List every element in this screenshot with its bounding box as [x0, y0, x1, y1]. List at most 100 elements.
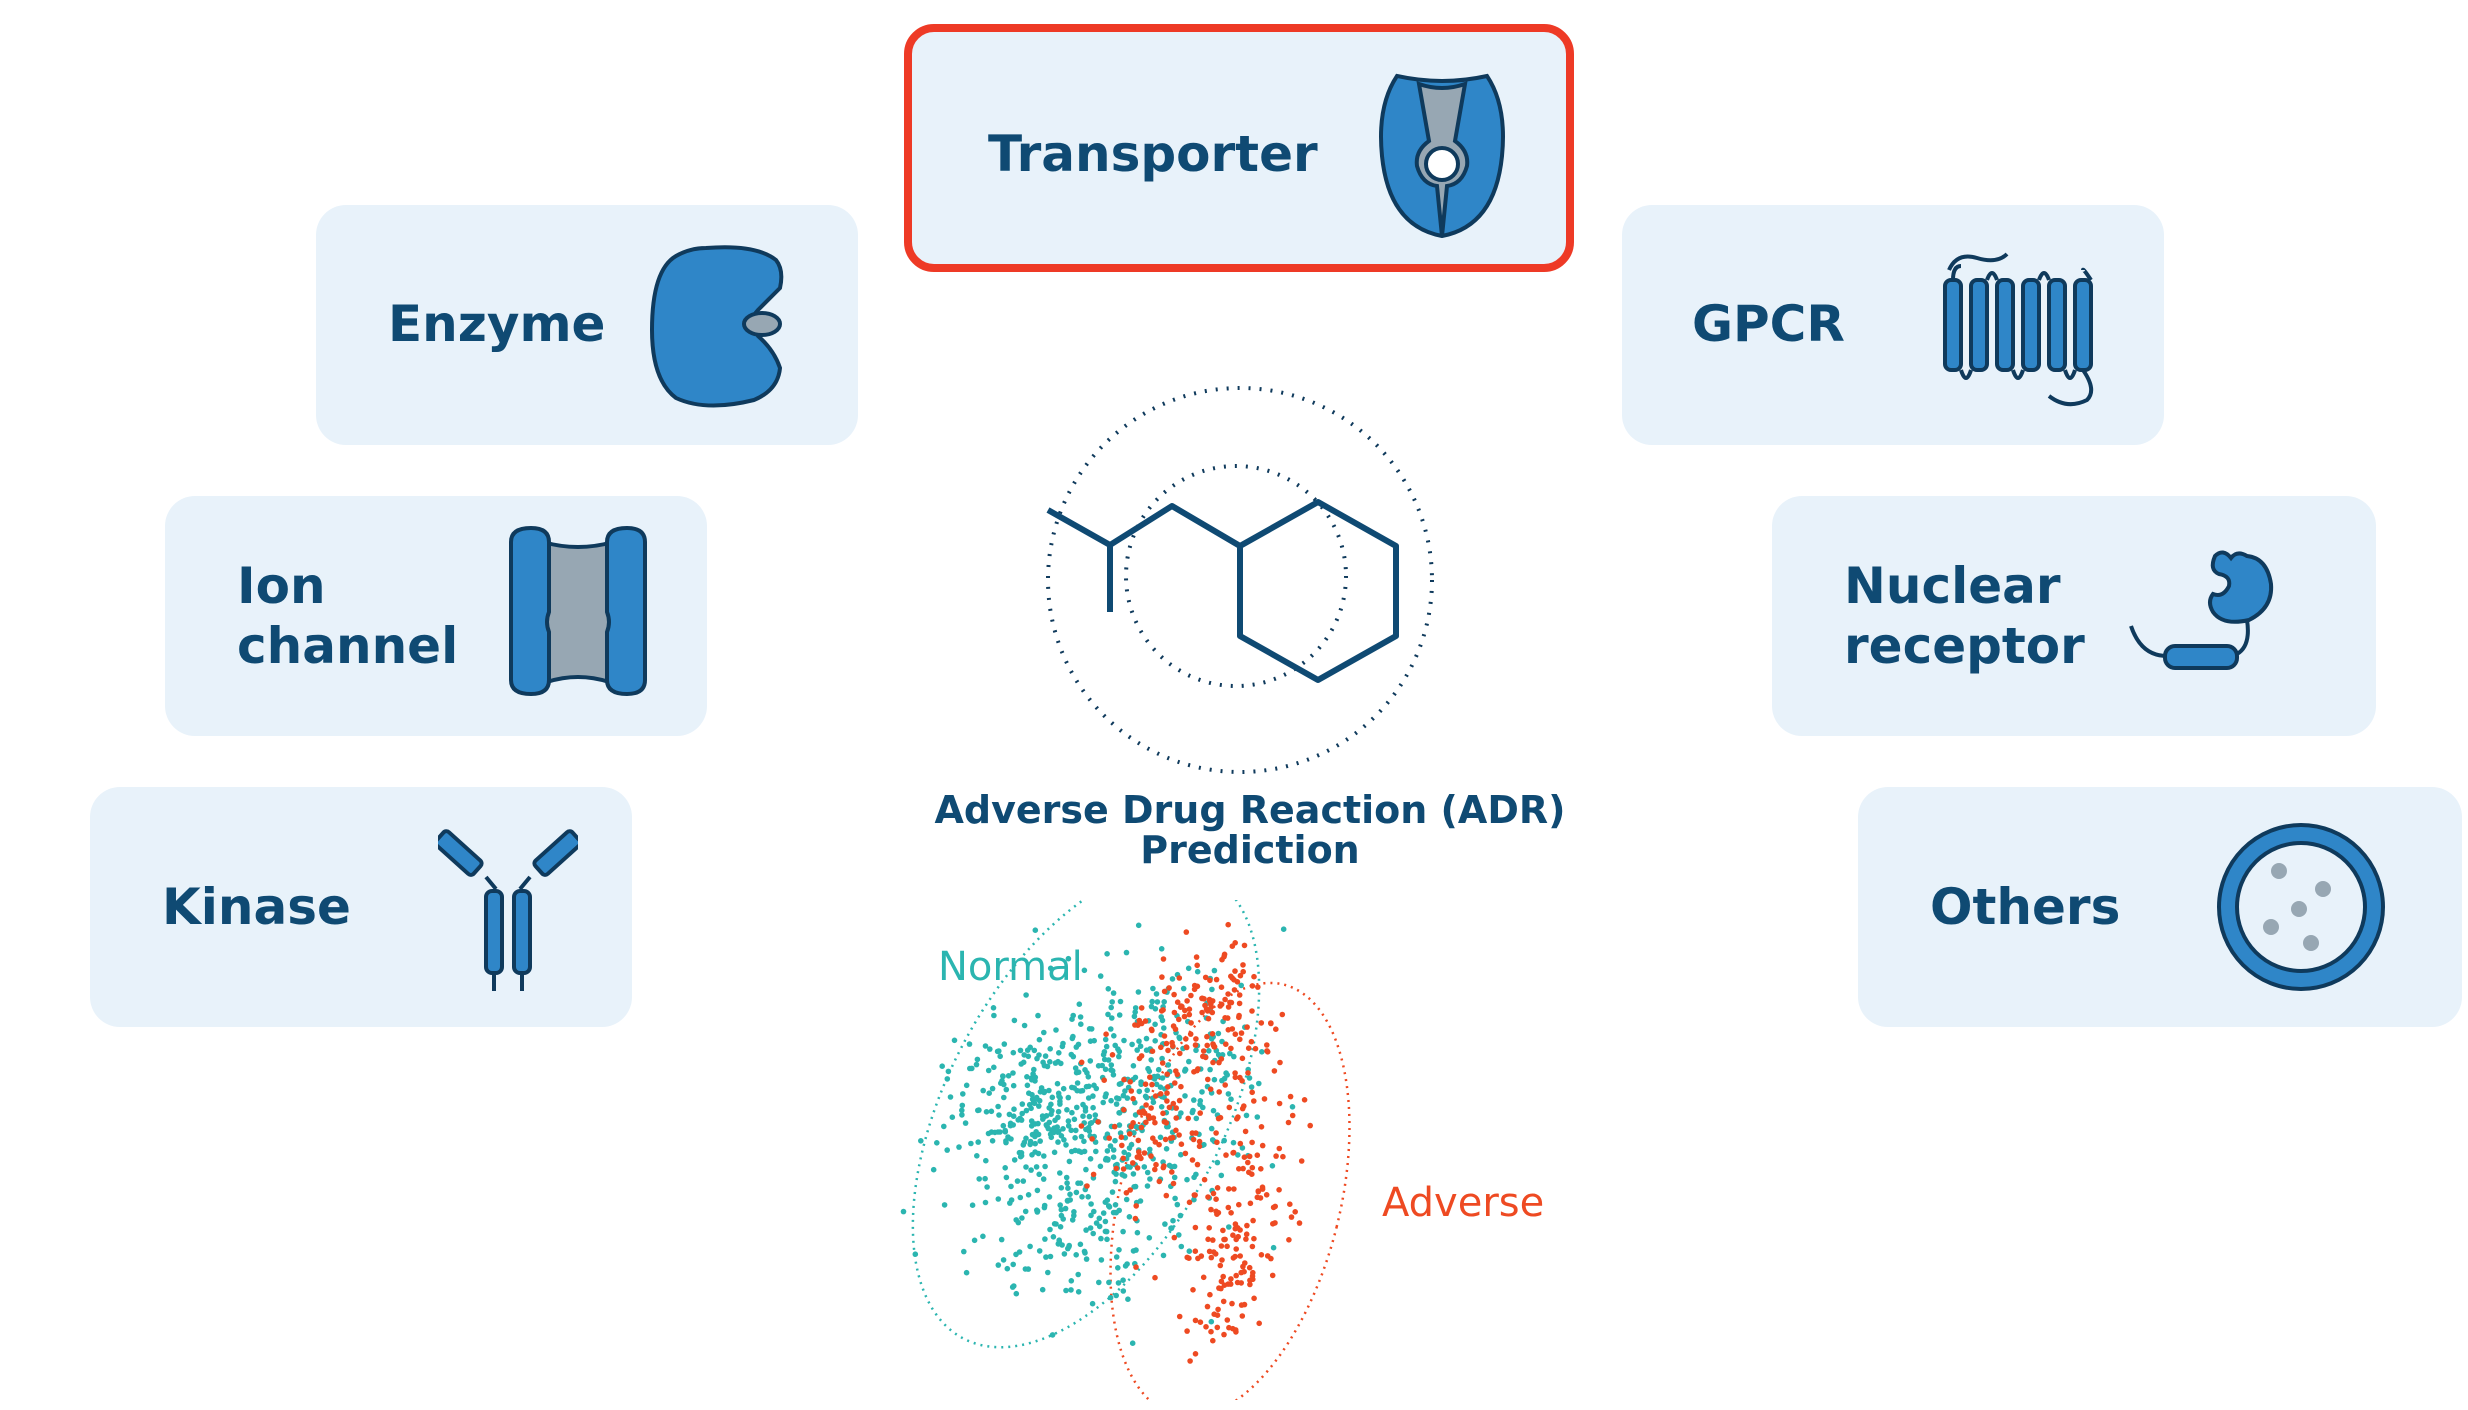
adverse-point [1277, 1059, 1283, 1066]
normal-point [1137, 1043, 1144, 1049]
normal-point [1058, 1133, 1065, 1139]
normal-point [1159, 1055, 1165, 1062]
normal-point [1186, 1058, 1192, 1065]
adverse-point [1219, 956, 1225, 963]
normal-point [980, 1087, 986, 1094]
adverse-point [1133, 1264, 1139, 1270]
adverse-point [1256, 1320, 1262, 1327]
normal-point [949, 1114, 956, 1120]
normal-point [989, 1138, 996, 1144]
normal-point [1048, 1111, 1054, 1117]
adverse-point [1250, 1217, 1256, 1224]
adverse-point [1264, 1042, 1270, 1048]
normal-point [1144, 1183, 1151, 1189]
normal-point [1169, 976, 1176, 982]
adverse-point [1205, 1015, 1212, 1022]
normal-point [1162, 1221, 1168, 1227]
normal-point [1005, 1073, 1012, 1079]
normal-point [1214, 1159, 1221, 1166]
adverse-point [1135, 1137, 1142, 1144]
normal-point [1191, 1097, 1197, 1103]
adverse-point [1193, 1130, 1199, 1136]
adverse-point [1216, 1059, 1222, 1066]
nuclear-receptor-card[interactable]: Nuclear receptor [1772, 496, 2376, 736]
adverse-point [1208, 1001, 1214, 1007]
normal-point [1069, 1217, 1076, 1223]
normal-point [1035, 1150, 1042, 1157]
adverse-point [1205, 1076, 1211, 1083]
normal-point [1170, 1217, 1176, 1224]
normal-point [1056, 1128, 1062, 1135]
normal-point [1085, 1074, 1092, 1080]
normal-point [963, 1269, 970, 1276]
normal-point [1120, 1092, 1127, 1099]
normal-point [982, 1043, 989, 1049]
others-card[interactable]: Others [1858, 787, 2462, 1027]
normal-point [1000, 1122, 1007, 1129]
normal-point [1068, 1127, 1074, 1134]
transporter-card[interactable]: Transporter [904, 24, 1574, 272]
adverse-point [1242, 1128, 1249, 1135]
adverse-point [1235, 1114, 1241, 1120]
adverse-point [1170, 1180, 1177, 1187]
adverse-point [1173, 1127, 1179, 1134]
adverse-point [1240, 962, 1246, 968]
normal-point [1157, 1084, 1164, 1090]
normal-point [1110, 1209, 1117, 1216]
adverse-point [1120, 1166, 1127, 1172]
adverse-point [1204, 1033, 1210, 1040]
normal-point [966, 1041, 973, 1047]
adverse-point [1204, 1303, 1211, 1310]
adverse-point [1243, 1231, 1250, 1237]
normal-point [1191, 1196, 1197, 1203]
normal-point [974, 1153, 980, 1159]
normal-point [1029, 1152, 1035, 1158]
adverse-point [1237, 1253, 1243, 1259]
normal-point [1147, 1146, 1153, 1153]
normal-point [1131, 1130, 1137, 1136]
adverse-point [1249, 1273, 1256, 1279]
normal-point [1027, 1141, 1033, 1148]
normal-point [1006, 1111, 1013, 1118]
normal-point [1071, 1209, 1077, 1215]
adverse-point [1212, 1251, 1219, 1257]
normal-point [1129, 1340, 1136, 1346]
adverse-point [1192, 1351, 1199, 1357]
adverse-point [1225, 921, 1231, 928]
normal-point [1080, 1113, 1086, 1119]
adverse-point [1169, 1169, 1175, 1175]
normal-point [1027, 1243, 1033, 1250]
enzyme-card[interactable]: Enzyme [316, 205, 858, 445]
kinase-card[interactable]: Kinase [90, 787, 632, 1027]
ion-channel-card[interactable]: Ion channel [165, 496, 707, 736]
normal-point [1051, 1149, 1058, 1156]
normal-point [1121, 1037, 1127, 1044]
normal-point [1123, 1196, 1130, 1203]
adverse-point [1258, 1252, 1265, 1258]
normal-point [918, 1138, 924, 1144]
normal-point [1152, 1006, 1159, 1012]
normal-point [1076, 1001, 1083, 1007]
normal-point [1057, 1095, 1063, 1101]
normal-point [1165, 1062, 1172, 1068]
normal-point [1116, 1095, 1122, 1102]
normal-point [1227, 1050, 1233, 1057]
adverse-point [1176, 975, 1183, 981]
adverse-point [1264, 1049, 1271, 1055]
adverse-point [1183, 1036, 1189, 1042]
normal-point [1047, 1059, 1053, 1065]
adverse-point [1171, 1009, 1178, 1016]
adverse-point [1239, 1313, 1246, 1319]
normal-point [941, 1123, 947, 1130]
normal-point [976, 1107, 982, 1113]
adverse-point [1149, 1081, 1155, 1088]
adverse-point [1204, 1042, 1210, 1049]
normal-point [1093, 1085, 1100, 1092]
normal-point [1085, 1194, 1091, 1200]
adverse-point [1191, 986, 1198, 993]
normal-point [1063, 1142, 1069, 1148]
normal-point [1046, 1194, 1053, 1200]
normal-point [987, 1046, 993, 1052]
gpcr-card[interactable]: GPCR [1622, 205, 2164, 445]
normal-point [1157, 1134, 1164, 1141]
